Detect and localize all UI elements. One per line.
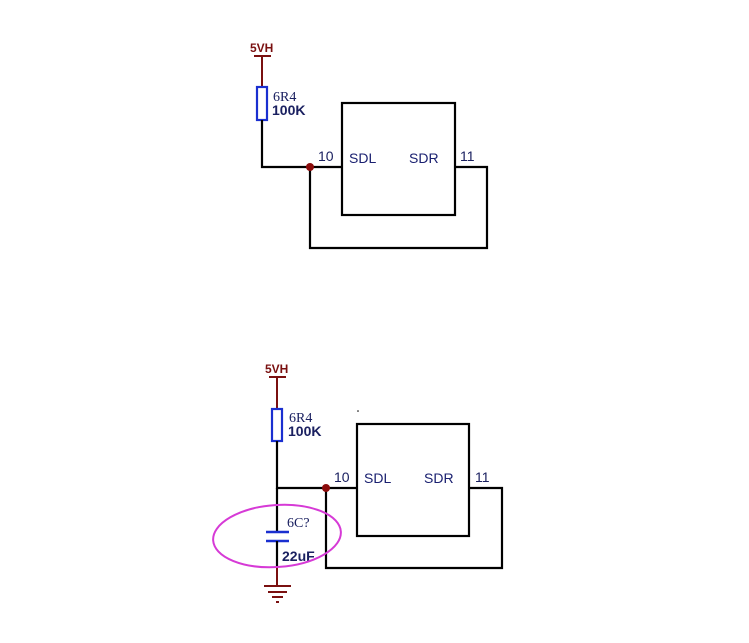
resistor-body	[255, 85, 269, 122]
resistor-6r4: 6R4 100K	[255, 85, 305, 122]
pin-number-11: 11	[475, 469, 490, 485]
wire-resistor-to-pin10	[260, 120, 342, 169]
resistor-6r4: 6R4 100K	[270, 407, 321, 443]
ic-block: 10 SDL SDR 11	[334, 410, 490, 538]
ic-body	[355, 422, 471, 538]
resistor-ref: 6R4	[289, 411, 312, 426]
capacitor-ref: 6C?	[287, 516, 310, 531]
pin-name-sdr: SDR	[409, 150, 439, 166]
pin-number-10: 10	[334, 469, 350, 485]
power-label: 5VH	[265, 362, 288, 376]
junction-dot	[306, 163, 314, 171]
power-symbol-5vh: 5VH	[265, 362, 288, 408]
resistor-ref: 6R4	[273, 90, 296, 105]
circuit-modified: 5VH 6R4 100K 6C? 22uF	[212, 362, 504, 603]
ground-icon	[264, 585, 291, 603]
pin-name-sdr: SDR	[424, 470, 454, 486]
pin-name-sdl: SDL	[364, 470, 391, 486]
power-symbol-5vh: 5VH	[250, 41, 273, 86]
ic-body	[340, 101, 457, 217]
pin-number-11: 11	[460, 148, 475, 164]
stray-dot	[357, 410, 359, 412]
power-label: 5VH	[250, 41, 273, 55]
wire-loop-pin11-to-pin10	[324, 486, 504, 570]
junction-dot	[322, 484, 330, 492]
ic-block: 10 SDL SDR 11	[318, 101, 475, 217]
pin-number-10: 10	[318, 148, 334, 164]
highlight-ellipse	[212, 503, 342, 569]
resistor-value: 100K	[288, 423, 321, 439]
resistor-body	[270, 407, 284, 443]
capacitor-value: 22uF	[282, 548, 315, 564]
wire-loop-pin11-to-pin10	[308, 165, 489, 250]
resistor-value: 100K	[272, 102, 305, 118]
pin-name-sdl: SDL	[349, 150, 376, 166]
circuit-original: 5VH 6R4 100K 10 SDL SDR 11	[250, 41, 489, 250]
capacitor-6c: 6C? 22uF	[266, 488, 315, 585]
